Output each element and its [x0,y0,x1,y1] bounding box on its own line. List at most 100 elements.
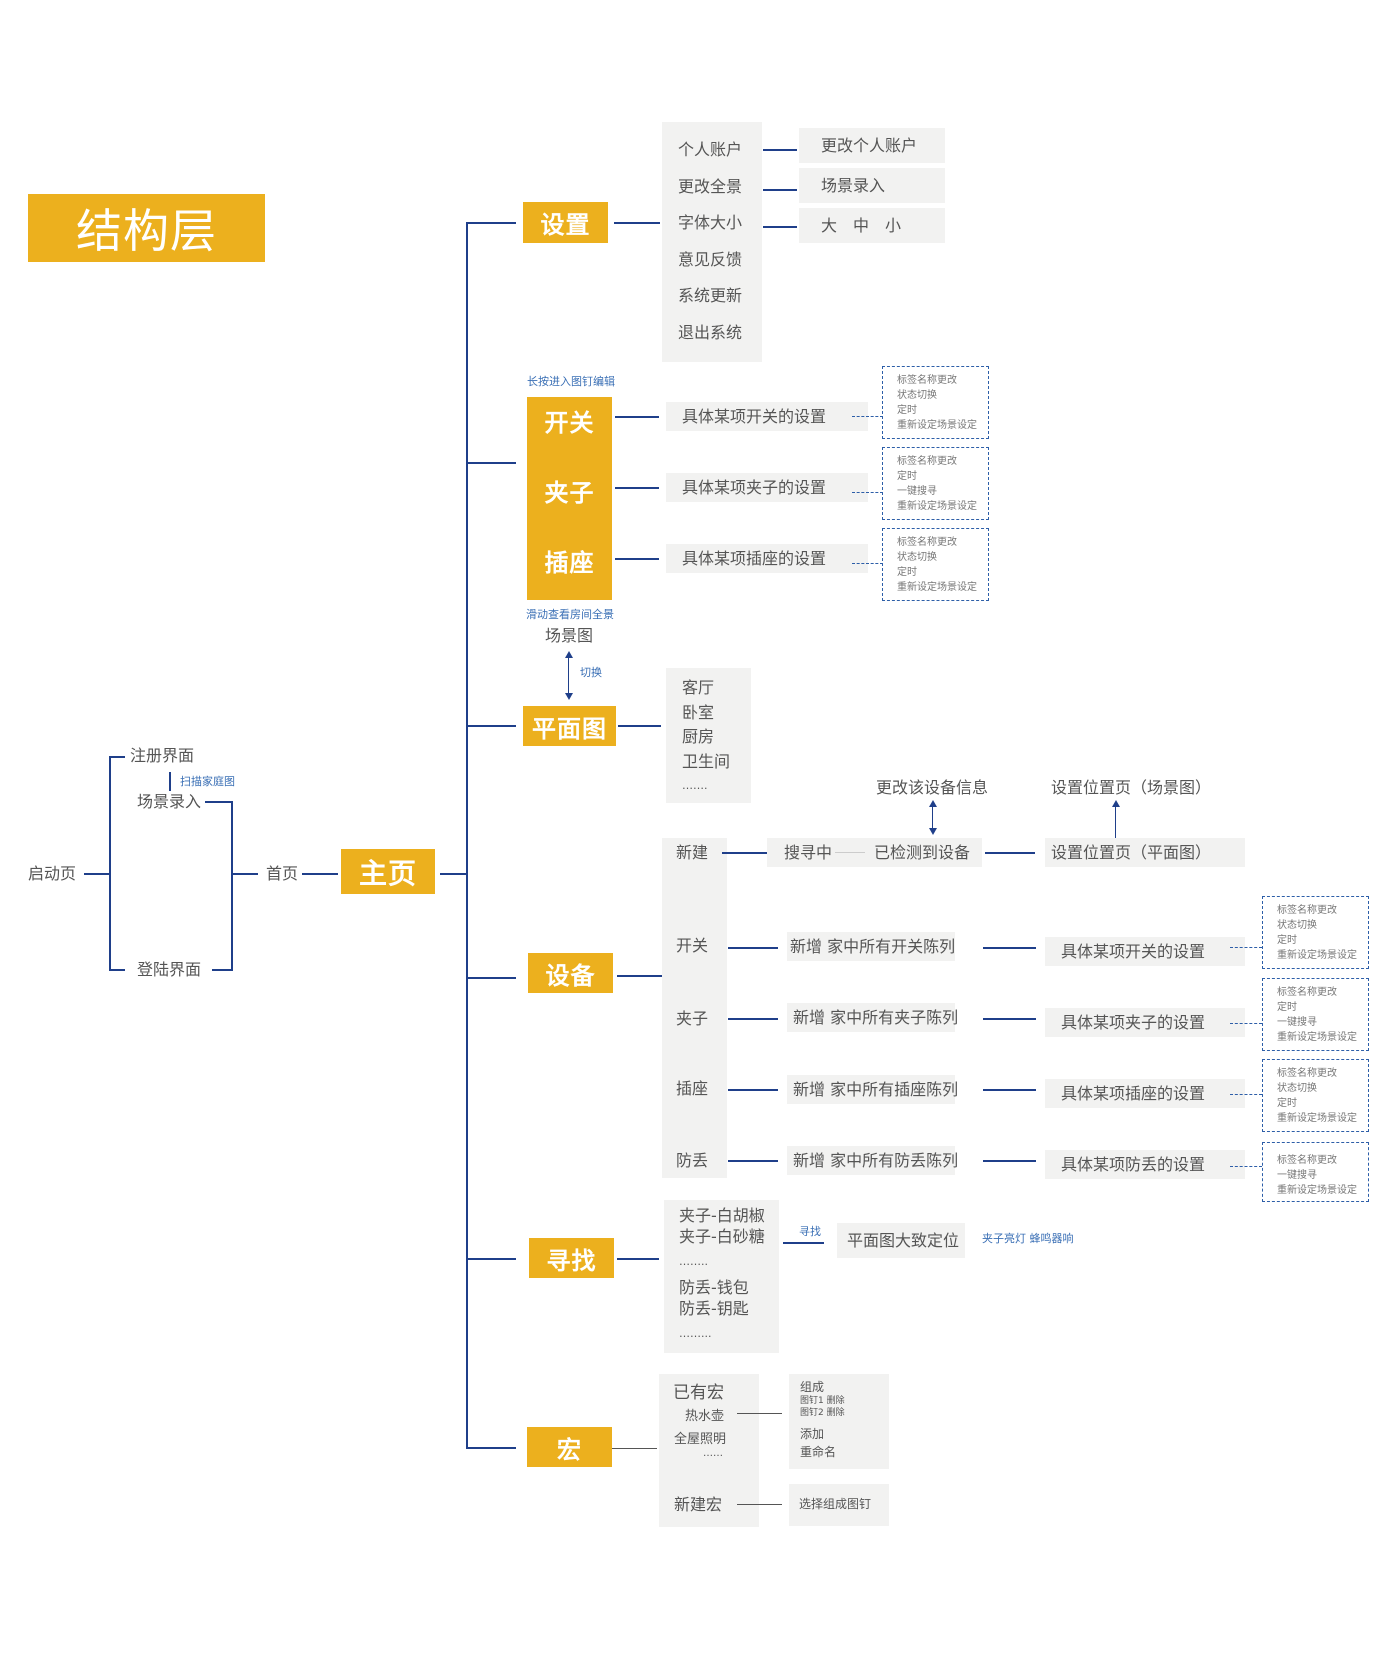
find-item[interactable]: 防丢-钱包 [679,1278,749,1297]
device-cat-clip[interactable]: 夹子 [676,1009,709,1028]
connector [466,1447,516,1449]
room-item[interactable]: 卧室 [682,702,715,722]
device-list-antilost-label: 新增 家中所有防丢陈列 [793,1151,959,1170]
connector [466,1258,516,1260]
find-item[interactable]: 夹子-白胡椒 [679,1206,765,1225]
macro-new[interactable]: 新建宏 [674,1495,723,1514]
option-item: 标签名称更改 [1277,905,1337,916]
option-item: 重新设定场景设定 [1277,1113,1357,1124]
scene-switch-options: 标签名称更改 状态切换 定时 重新设定场景设定 [882,366,989,439]
dashed-connector [1230,947,1262,948]
find-item[interactable]: 夹子-白砂糖 [679,1227,765,1246]
connector [763,189,797,191]
scene-item-socket[interactable]: 插座 [544,548,595,577]
scene-item-clip[interactable]: 夹子 [544,478,595,507]
scene-socket-settings[interactable]: 具体某项插座的设置 [666,544,868,573]
sub-change-account-label: 更改个人账户 [821,136,918,155]
node-macro[interactable]: 宏 [527,1427,612,1467]
connector [169,772,171,791]
device-switch-options: 标签名称更改 状态切换 定时 重新设定场景设定 [1262,896,1369,969]
floor-plan-locate-label: 平面图大致定位 [847,1231,960,1250]
device-cat-socket[interactable]: 插座 [676,1079,709,1098]
edit-device-info[interactable]: 更改该设备信息 [876,778,989,797]
macro-item-whole-house-lighting[interactable]: 全屋照明 [674,1432,727,1447]
settings-item-update[interactable]: 系统更新 [678,286,743,305]
settings-item-account[interactable]: 个人账户 [678,140,743,159]
room-item[interactable]: 客厅 [682,678,715,697]
connector [231,873,258,875]
find-item[interactable]: 防丢-钥匙 [679,1299,749,1318]
connector [615,558,659,560]
node-scene-map[interactable]: 场景图 [545,626,594,645]
device-list-socket[interactable]: 新增 家中所有插座陈列 [787,1075,958,1104]
node-home: 首页 [266,864,299,883]
connector [109,969,125,971]
device-socket-settings[interactable]: 具体某项插座的设置 [1045,1079,1245,1108]
room-item[interactable]: 卫生间 [682,751,731,771]
macro-add[interactable]: 添加 [800,1427,825,1441]
settings-item-font-size[interactable]: 字体大小 [678,213,743,232]
macro-select-pins[interactable]: 选择组成图钉 [789,1484,889,1526]
device-switch-settings[interactable]: 具体某项开关的设置 [1045,937,1245,966]
node-main-page[interactable]: 主页 [341,849,435,894]
macro-existing: 已有宏 [673,1383,724,1403]
device-clip-settings[interactable]: 具体某项夹子的设置 [1045,1008,1245,1037]
connector [617,975,662,977]
settings-item-feedback[interactable]: 意见反馈 [678,249,743,269]
connector [617,1258,659,1260]
connector [615,487,659,489]
option-item: 重新设定场景设定 [897,420,977,431]
set-location-scene[interactable]: 设置位置页（场景图） [1051,778,1212,797]
connector [722,852,767,854]
device-list-antilost[interactable]: 新增 家中所有防丢陈列 [787,1146,959,1175]
macro-select-pins-label: 选择组成图钉 [799,1497,872,1511]
node-find[interactable]: 寻找 [529,1238,614,1278]
connector [109,756,111,970]
node-login: 登陆界面 [137,960,202,979]
device-cat-new[interactable]: 新建 [676,843,709,862]
set-location-plan[interactable]: 设置位置页（平面图） [1045,838,1245,867]
node-devices[interactable]: 设备 [528,953,613,993]
sub-font-size-options[interactable]: 大 中 小 [799,208,945,243]
device-antilost-settings[interactable]: 具体某项防丢的设置 [1045,1150,1245,1179]
connector [109,756,125,758]
settings-item-panorama[interactable]: 更改全景 [678,176,743,196]
connector [466,222,516,224]
scene-item-switch[interactable]: 开关 [544,408,595,437]
macro-rename[interactable]: 重命名 [800,1445,837,1459]
device-socket-settings-label: 具体某项插座的设置 [1061,1084,1206,1103]
option-item: 状态切换 [897,552,937,563]
device-cat-antilost[interactable]: 防丢 [676,1151,709,1170]
note-find-action: 寻找 [799,1225,821,1238]
connector [835,852,865,853]
connector [983,947,1036,949]
sub-change-account[interactable]: 更改个人账户 [799,128,945,163]
floor-plan-locate[interactable]: 平面图大致定位 [837,1223,965,1258]
scene-switch-settings[interactable]: 具体某项开关的设置 [666,402,868,431]
macro-item-kettle[interactable]: 热水壶 [685,1409,725,1424]
connector [763,149,797,151]
option-item: 一键搜寻 [897,486,937,497]
note-swipe-panorama: 滑动查看房间全景 [526,608,614,621]
device-cat-switch[interactable]: 开关 [676,936,709,955]
option-item: 标签名称更改 [897,375,957,386]
sub-scene-entry-label: 场景录入 [821,176,886,195]
option-item: 定时 [1277,1098,1297,1109]
scene-clip-settings[interactable]: 具体某项夹子的设置 [666,473,868,502]
dashed-connector [852,416,883,417]
connector [985,852,1035,854]
connector [737,1413,782,1414]
macro-pin-2[interactable]: 图钉2 删除 [800,1408,845,1418]
main-trunk-end [466,1258,468,1448]
settings-item-logout[interactable]: 退出系统 [678,322,743,342]
arrow-up-icon [929,800,937,807]
macro-pin-1[interactable]: 图钉1 删除 [800,1396,845,1406]
device-list-switch[interactable]: 新增 家中所有开关陈列 [787,932,955,961]
scene-switch-settings-label: 具体某项开关的设置 [682,407,827,426]
node-settings[interactable]: 设置 [523,202,608,243]
note-switch: 切换 [580,666,602,679]
sub-scene-entry[interactable]: 场景录入 [799,168,945,203]
device-list-clip[interactable]: 新增 家中所有夹子陈列 [787,1003,958,1032]
node-floor-plan[interactable]: 平面图 [523,706,616,746]
room-item[interactable]: 厨房 [682,727,715,746]
